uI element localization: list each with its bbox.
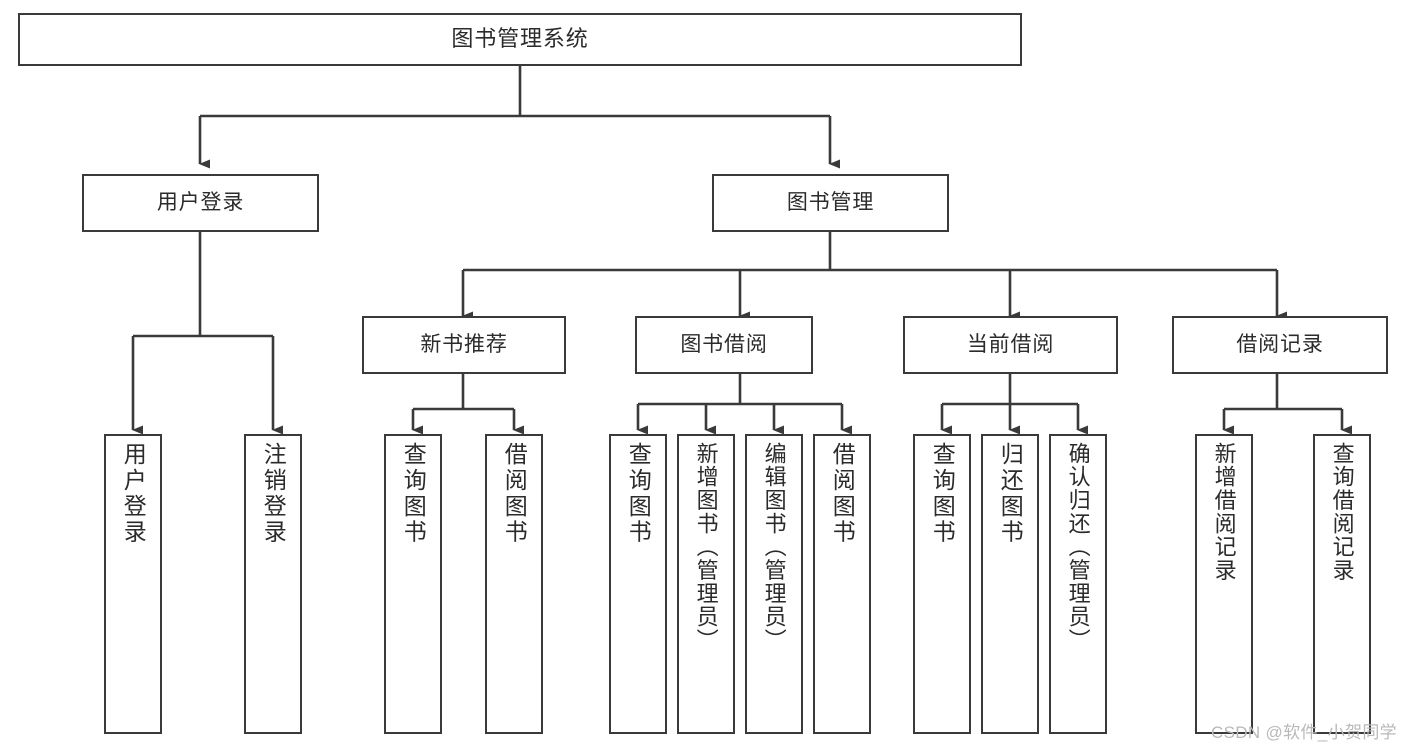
node-new-book-recommend-label: 新书推荐 [420, 333, 508, 357]
node-current-borrow-label: 当前借阅 [966, 333, 1055, 357]
leaf-current-return-book[interactable]: 归还图书 [981, 434, 1039, 734]
node-root-system-label: 图书管理系统 [451, 26, 589, 52]
leaf-current-query-book[interactable]: 查询图书 [913, 434, 971, 734]
leaf-current-confirm-return-admin-label: 确认归还（管理员） [1065, 442, 1091, 652]
leaf-user-login-signin-label: 用户登录 [120, 442, 147, 546]
node-user-login-label: 用户登录 [156, 191, 245, 215]
node-book-management[interactable]: 图书管理 [712, 174, 949, 232]
leaf-new-book-query[interactable]: 查询图书 [384, 434, 442, 734]
leaf-records-add-record-label: 新增借阅记录 [1211, 442, 1237, 582]
leaf-user-login-signout[interactable]: 注销登录 [244, 434, 302, 734]
leaf-new-book-query-label: 查询图书 [400, 442, 427, 546]
leaf-records-add-record[interactable]: 新增借阅记录 [1195, 434, 1253, 734]
leaf-new-book-borrow[interactable]: 借阅图书 [485, 434, 543, 734]
node-borrow-records-label: 借阅记录 [1236, 333, 1324, 357]
leaf-records-query-record-label: 查询借阅记录 [1329, 442, 1355, 582]
node-user-login[interactable]: 用户登录 [82, 174, 319, 232]
node-root-system[interactable]: 图书管理系统 [18, 13, 1022, 66]
node-book-management-label: 图书管理 [786, 191, 875, 215]
node-new-book-recommend[interactable]: 新书推荐 [362, 316, 566, 374]
leaf-current-return-book-label: 归还图书 [997, 442, 1024, 546]
leaf-user-login-signin[interactable]: 用户登录 [104, 434, 162, 734]
leaf-user-login-signout-label: 注销登录 [260, 442, 287, 546]
leaf-new-book-borrow-label: 借阅图书 [501, 442, 528, 546]
node-current-borrow[interactable]: 当前借阅 [903, 316, 1118, 374]
node-borrow-records[interactable]: 借阅记录 [1172, 316, 1388, 374]
leaf-records-query-record[interactable]: 查询借阅记录 [1313, 434, 1371, 734]
leaf-borrow-add-book-admin[interactable]: 新增图书（管理员） [677, 434, 735, 734]
leaf-borrow-query-book[interactable]: 查询图书 [609, 434, 667, 734]
leaf-borrow-query-book-label: 查询图书 [625, 442, 652, 546]
leaf-borrow-edit-book-admin-label: 编辑图书（管理员） [761, 442, 787, 652]
leaf-borrow-edit-book-admin[interactable]: 编辑图书（管理员） [745, 434, 803, 734]
leaf-borrow-borrow-book[interactable]: 借阅图书 [813, 434, 871, 734]
leaf-borrow-add-book-admin-label: 新增图书（管理员） [693, 442, 719, 652]
node-book-borrow[interactable]: 图书借阅 [635, 316, 813, 374]
csdn-watermark: CSDN @软件_小贺同学 [1210, 723, 1397, 742]
leaf-current-confirm-return-admin[interactable]: 确认归还（管理员） [1049, 434, 1107, 734]
node-book-borrow-label: 图书借阅 [680, 333, 768, 357]
leaf-borrow-borrow-book-label: 借阅图书 [829, 442, 856, 546]
leaf-current-query-book-label: 查询图书 [929, 442, 956, 546]
